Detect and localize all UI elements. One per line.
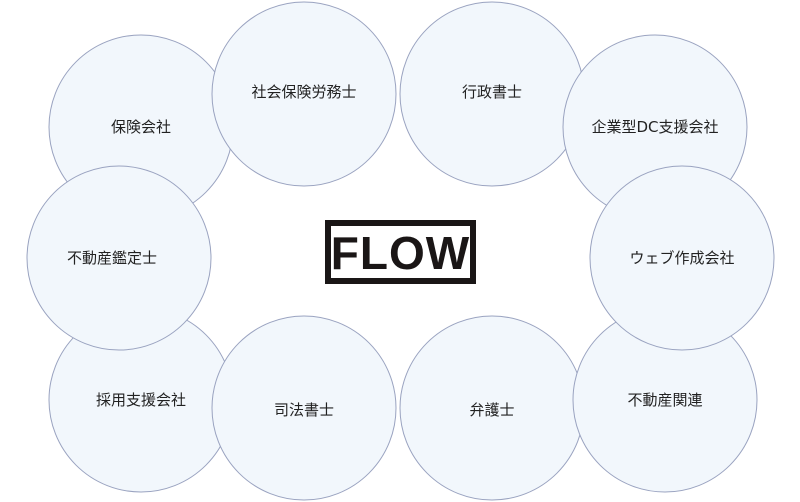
node-label: 不動産関連 — [627, 391, 702, 409]
node-label: 弁護士 — [469, 401, 514, 419]
node-labor-consultant: 社会保険労務士 — [211, 1, 397, 187]
node-label: ウェブ作成会社 — [629, 249, 734, 267]
node-label: 社会保険労務士 — [251, 83, 356, 101]
flow-logo: FLOW — [325, 220, 476, 284]
node-real-estate: 不動産関連 — [572, 307, 758, 493]
node-real-estate-appraiser: 不動産鑑定士 — [26, 165, 212, 351]
node-label: 企業型DC支援会社 — [591, 118, 718, 136]
logo-text: FLOW — [331, 227, 470, 279]
node-label: 不動産鑑定士 — [67, 249, 157, 267]
node-judicial-scrivener: 司法書士 — [211, 315, 397, 501]
node-label: 行政書士 — [462, 83, 522, 101]
node-administrative-scrivener: 行政書士 — [399, 1, 585, 187]
node-web-production: ウェブ作成会社 — [589, 165, 775, 351]
node-label: 司法書士 — [274, 401, 334, 419]
node-lawyer: 弁護士 — [399, 315, 585, 501]
node-label: 保険会社 — [111, 118, 171, 136]
node-label: 採用支援会社 — [96, 391, 186, 409]
